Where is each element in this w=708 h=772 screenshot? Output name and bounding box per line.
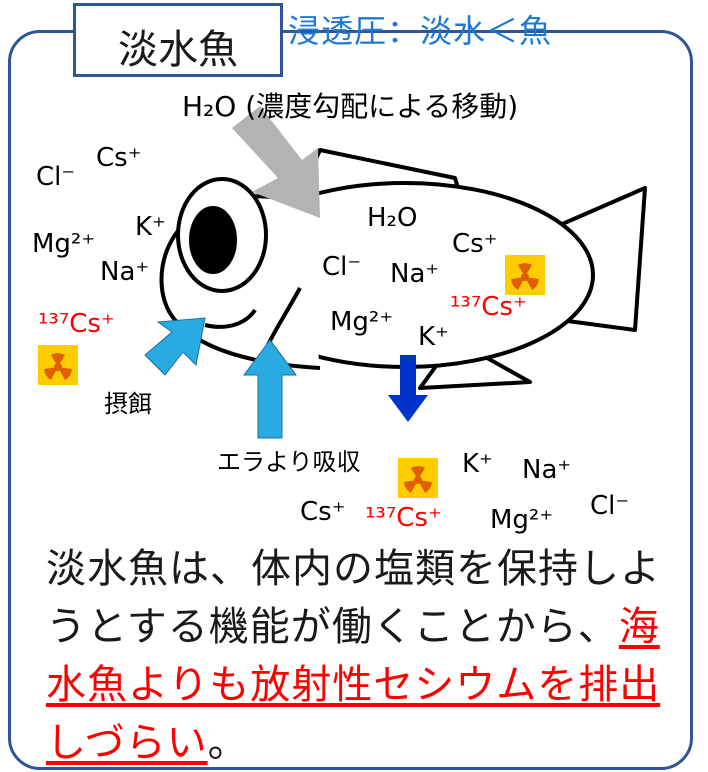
ion-na-inside: Na⁺ — [390, 259, 439, 289]
ion-mg-left: Mg²⁺ — [32, 229, 95, 259]
radiation-hazard-icon — [398, 458, 438, 498]
ion-k-bottom: K⁺ — [462, 449, 493, 479]
ion-na-bottom: Na⁺ — [522, 455, 571, 485]
feeding-label: 摂餌 — [104, 390, 152, 418]
ion-cl-inside: Cl⁻ — [322, 252, 361, 282]
radiation-hazard-icon — [38, 345, 78, 385]
ion-na-left: Na⁺ — [100, 257, 149, 287]
subtitle: 浸透圧：淡水＜魚 — [288, 12, 553, 50]
gill-uptake-label: エラより吸収 — [217, 448, 361, 476]
outflow-arrow — [388, 355, 428, 422]
caption-end: 。 — [207, 720, 249, 766]
fish-pupil — [189, 206, 237, 274]
ion-cs137-inside: ¹³⁷Cs⁺ — [450, 292, 527, 322]
ion-k-inside: K⁺ — [418, 322, 449, 352]
water-flow-label: H₂O (濃度勾配による移動) — [182, 90, 518, 123]
ion-cs137-left: ¹³⁷Cs⁺ — [38, 309, 115, 339]
ion-k-left: K⁺ — [135, 212, 166, 242]
gill-uptake-arrow — [243, 339, 297, 439]
fish-mouth — [204, 308, 257, 329]
caption: 淡水魚は、体内の塩類を保持しようとする機能が働くことから、海水魚よりも放射性セシ… — [46, 540, 696, 772]
ion-h2o-inside: H₂O — [367, 203, 417, 233]
ion-mg-inside: Mg²⁺ — [330, 307, 393, 337]
ion-cs-bottom: Cs⁺ — [300, 497, 345, 527]
ion-cs-left: Cs⁺ — [96, 143, 141, 173]
ion-cs-inside: Cs⁺ — [452, 229, 497, 259]
fish-diagram: H₂O (濃度勾配による移動) 摂餌 エラより吸収 Cs⁺ Cl⁻ K⁺ Mg²… — [32, 90, 647, 535]
ion-cl-left: Cl⁻ — [36, 162, 75, 192]
feeding-arrow — [144, 317, 206, 376]
ion-cs137-bottom: ¹³⁷Cs⁺ — [365, 503, 442, 533]
title-box: 淡水魚 — [73, 3, 283, 77]
radiation-hazard-icon — [505, 255, 545, 295]
ion-cl-bottom: Cl⁻ — [590, 491, 629, 521]
caption-normal: 淡水魚は、体内の塩類を保持しようとする機能が働くことから、 — [46, 546, 661, 650]
osmosis-arrow — [232, 106, 320, 218]
ion-mg-bottom: Mg²⁺ — [490, 505, 553, 535]
